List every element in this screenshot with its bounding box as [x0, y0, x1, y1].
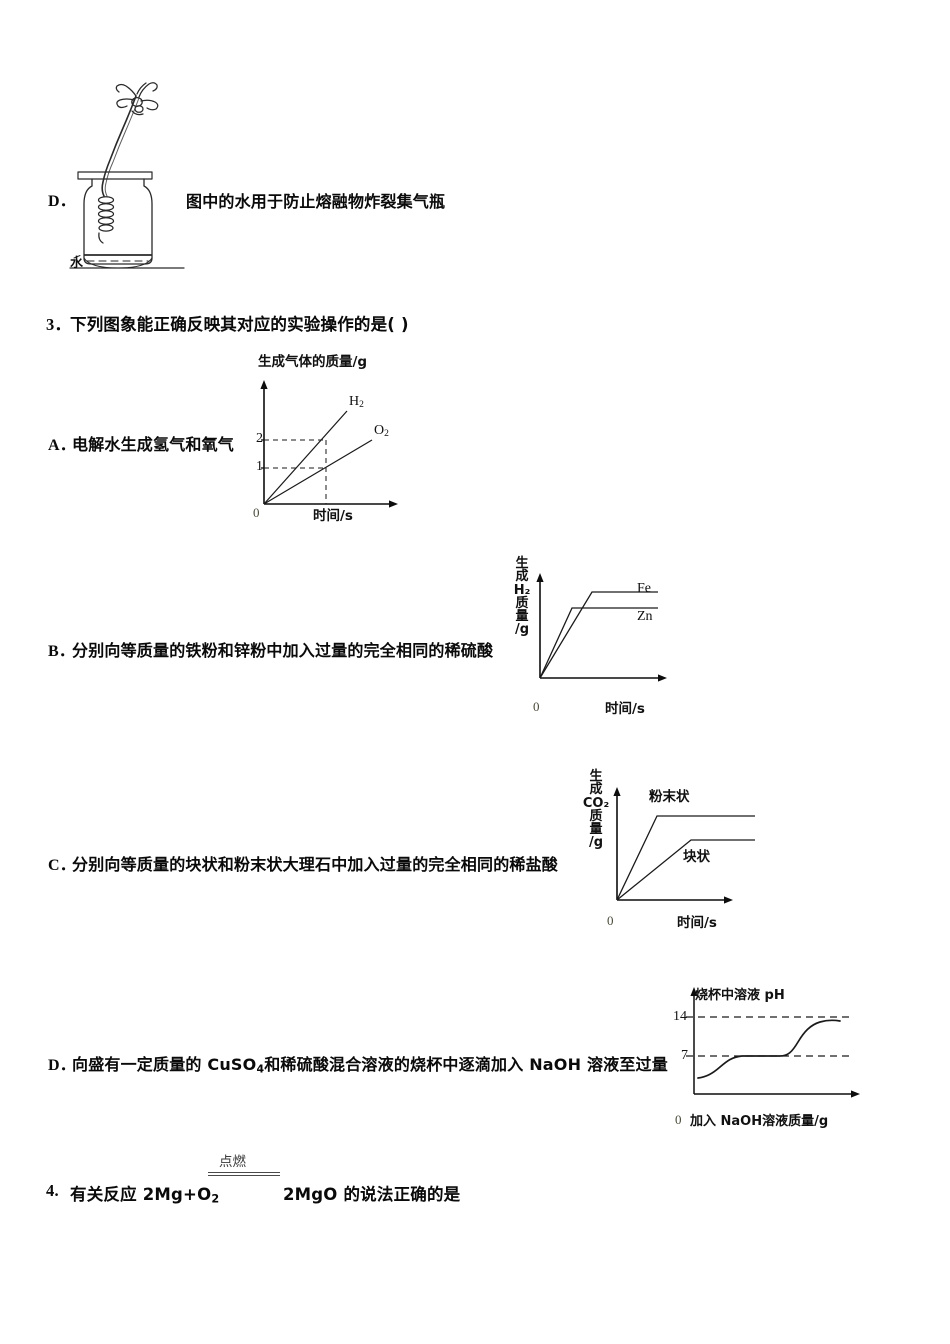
reaction-arrow-rule [208, 1172, 280, 1176]
chart-d [686, 987, 860, 1098]
chart-b-ylabel-stack: 生 成 H₂ 质 量 /g [513, 556, 531, 638]
chart-a-ytick-2: 2 [256, 431, 263, 446]
chart-d-ytick-7: 7 [681, 1048, 688, 1063]
option-b-letter: B． [48, 643, 76, 660]
chart-d-ylabel: 烧杯中溶液 pH [695, 988, 785, 1003]
reaction-condition-label: 点燃 [219, 1154, 246, 1170]
water-label: 水 [70, 256, 84, 271]
chart-b-origin-label: 0 [533, 699, 540, 714]
option-a-text: 电解水生成氢气和氧气 [72, 435, 235, 454]
question4-number: 4. [46, 1181, 59, 1200]
chart-a-xlabel: 时间/s [313, 508, 353, 524]
chart-a [260, 380, 398, 508]
chart-b-series-zn-line [539, 607, 658, 679]
question3-stem: 下列图象能正确反映其对应的实验操作的是( ) [70, 315, 409, 334]
chart-a-ylabel: 生成气体的质量/g [258, 354, 368, 370]
chart-c-series-powder-line [616, 815, 755, 901]
chart-d-xlabel: 加入 NaOH溶液质量/g [690, 1114, 829, 1129]
chart-b [536, 573, 667, 682]
chart-d-series-ph-curve [697, 1019, 841, 1079]
chart-d-ytick-14: 14 [673, 1009, 687, 1024]
chart-a-series-o2-line [263, 439, 373, 505]
chart-b-series-fe-line [539, 591, 658, 679]
iron-wire-burning-figure [69, 82, 185, 269]
chart-c [613, 787, 755, 904]
chart-a-series-h2-line [263, 410, 348, 505]
chart-c-series-block-line [616, 839, 755, 901]
chart-a-ytick-1: 1 [256, 459, 263, 474]
chart-a-series-label-h2: H2 [349, 394, 364, 411]
chart-c-xlabel: 时间/s [677, 915, 717, 931]
chart-a-origin-label: 0 [253, 505, 260, 520]
chart-c-ylabel-stack: 生 成 CO₂ 质 量 /g [582, 769, 610, 851]
top-option-letter: D． [48, 193, 76, 210]
question4-text-after: 2MgO 的说法正确的是 [283, 1185, 461, 1204]
option-a-letter: A． [48, 437, 76, 454]
option-c-text: 分别向等质量的块状和粉末状大理石中加入过量的完全相同的稀盐酸 [72, 855, 559, 874]
chart-b-series-label-fe: Fe [637, 581, 651, 596]
chart-c-series-label-powder: 粉末状 [649, 789, 690, 805]
question3-number: 3． [46, 315, 72, 334]
chart-c-series-label-block: 块状 [683, 849, 710, 865]
top-option-text: 图中的水用于防止熔融物炸裂集气瓶 [186, 192, 446, 211]
option-c-letter: C． [48, 857, 76, 874]
chart-a-series-label-o2: O2 [374, 423, 389, 440]
chart-b-series-label-zn: Zn [637, 609, 653, 624]
option-d-letter: D． [48, 1057, 76, 1074]
option-b-text: 分别向等质量的铁粉和锌粉中加入过量的完全相同的稀硫酸 [72, 641, 494, 660]
chart-b-xlabel: 时间/s [605, 701, 645, 717]
chart-d-origin-label: 0 [675, 1112, 682, 1127]
chart-c-origin-label: 0 [607, 913, 614, 928]
question4-text-before: 有关反应 2Mg+O2 [70, 1185, 220, 1206]
option-d-text: 向盛有一定质量的 CuSO4和稀硫酸混合溶液的烧杯中逐滴加入 NaOH 溶液至过… [72, 1055, 668, 1076]
